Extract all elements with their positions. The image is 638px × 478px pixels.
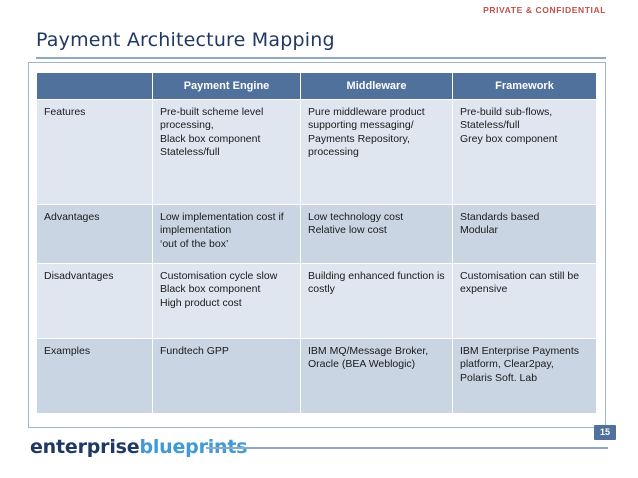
column-header-blank — [36, 72, 153, 100]
row-label-advantages: Advantages — [36, 204, 153, 264]
table-row: Examples Fundtech GPP IBM MQ/Message Bro… — [36, 338, 597, 414]
cell-advantages-middleware: Low technology cost Relative low cost — [300, 204, 453, 264]
cell-disadvantages-middleware: Building enhanced function is costly — [300, 263, 453, 339]
comparison-table: Payment Engine Middleware Framework Feat… — [36, 72, 597, 414]
table-row: Features Pre-built scheme level processi… — [36, 99, 597, 205]
cell-disadvantages-payment-engine: Customisation cycle slow Black box compo… — [152, 263, 301, 339]
page-title: Payment Architecture Mapping — [36, 29, 335, 51]
cell-features-payment-engine: Pre-built scheme level processing, Black… — [152, 99, 301, 205]
cell-features-framework: Pre-build sub-flows, Stateless/full Grey… — [452, 99, 597, 205]
company-logo: enterpriseblueprints — [30, 436, 248, 458]
confidentiality-notice: PRIVATE & CONFIDENTIAL — [483, 5, 606, 15]
table-header-row: Payment Engine Middleware Framework — [36, 72, 597, 100]
content-frame — [28, 62, 606, 428]
cell-disadvantages-framework: Customisation can still be expensive — [452, 263, 597, 339]
cell-examples-payment-engine: Fundtech GPP — [152, 338, 301, 414]
page-number-badge: 15 — [593, 425, 616, 440]
table-row: Advantages Low implementation cost if im… — [36, 204, 597, 264]
cell-features-middleware: Pure middleware product supporting messa… — [300, 99, 453, 205]
logo-text-enterprise: enterprise — [30, 436, 140, 458]
footer-divider — [206, 447, 608, 449]
title-divider — [36, 57, 606, 59]
row-label-disadvantages: Disadvantages — [36, 263, 153, 339]
cell-advantages-payment-engine: Low implementation cost if implementatio… — [152, 204, 301, 264]
cell-examples-framework: IBM Enterprise Payments platform, Clear2… — [452, 338, 597, 414]
cell-examples-middleware: IBM MQ/Message Broker, Oracle (BEA Weblo… — [300, 338, 453, 414]
table-row: Disadvantages Customisation cycle slow B… — [36, 263, 597, 339]
logo-text-blueprints: blueprints — [139, 436, 248, 458]
row-label-features: Features — [36, 99, 153, 205]
cell-advantages-framework: Standards based Modular — [452, 204, 597, 264]
column-header-framework: Framework — [452, 72, 597, 100]
column-header-payment-engine: Payment Engine — [152, 72, 301, 100]
column-header-middleware: Middleware — [300, 72, 453, 100]
row-label-examples: Examples — [36, 338, 153, 414]
